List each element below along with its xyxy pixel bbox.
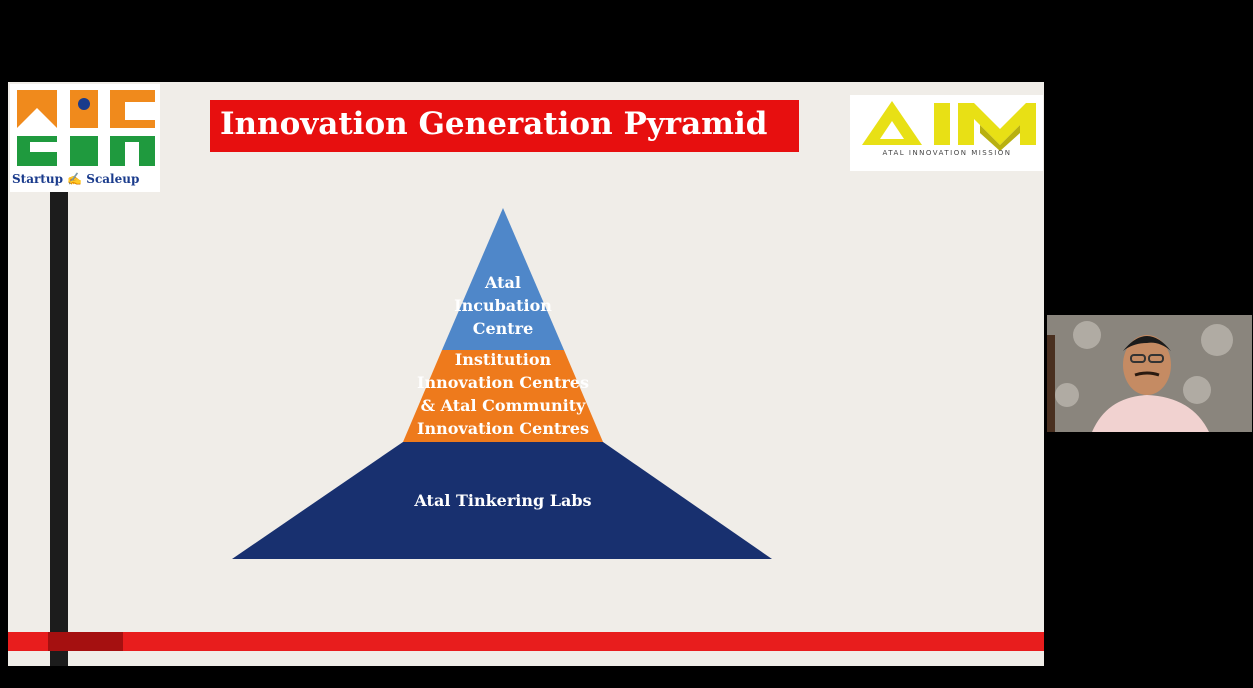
presentation-slide: Startup ✍ Scaleup Innovation Generation … (8, 82, 1044, 666)
aim-logo-icon (862, 101, 1036, 151)
slide-title-banner: Innovation Generation Pyramid (210, 100, 799, 152)
pyramid-bottom-tier (232, 442, 772, 559)
handshake-icon: ✍ (67, 172, 87, 186)
pyramid-bottom-label: Atal Tinkering Labs (414, 491, 592, 510)
left-vertical-bar (50, 192, 68, 666)
aim-caption: ATAL INNOVATION MISSION (882, 149, 1012, 157)
logo-caption-startup: Startup (12, 172, 63, 186)
pyramid-middle-tier (403, 350, 603, 442)
pyramid-middle-label: Institution Innovation Centres & Atal Co… (417, 350, 589, 438)
innovation-pyramid (232, 208, 772, 559)
aim-logo: ATAL INNOVATION MISSION (850, 95, 1043, 171)
presenter-video-thumbnail[interactable] (1047, 315, 1252, 432)
startup-scaleup-logo: Startup ✍ Scaleup (10, 84, 160, 192)
pyramid-top-tier (442, 208, 564, 350)
person-icon (1047, 315, 1252, 432)
bottom-red-bar-accent (48, 632, 123, 651)
skm-logo-icon (17, 90, 155, 166)
bottom-red-bar (8, 632, 1044, 651)
pyramid-top-label: Atal Incubation Centre (454, 273, 552, 338)
slide-title: Innovation Generation Pyramid (220, 106, 768, 142)
logo-caption-scaleup: Scaleup (86, 172, 140, 186)
